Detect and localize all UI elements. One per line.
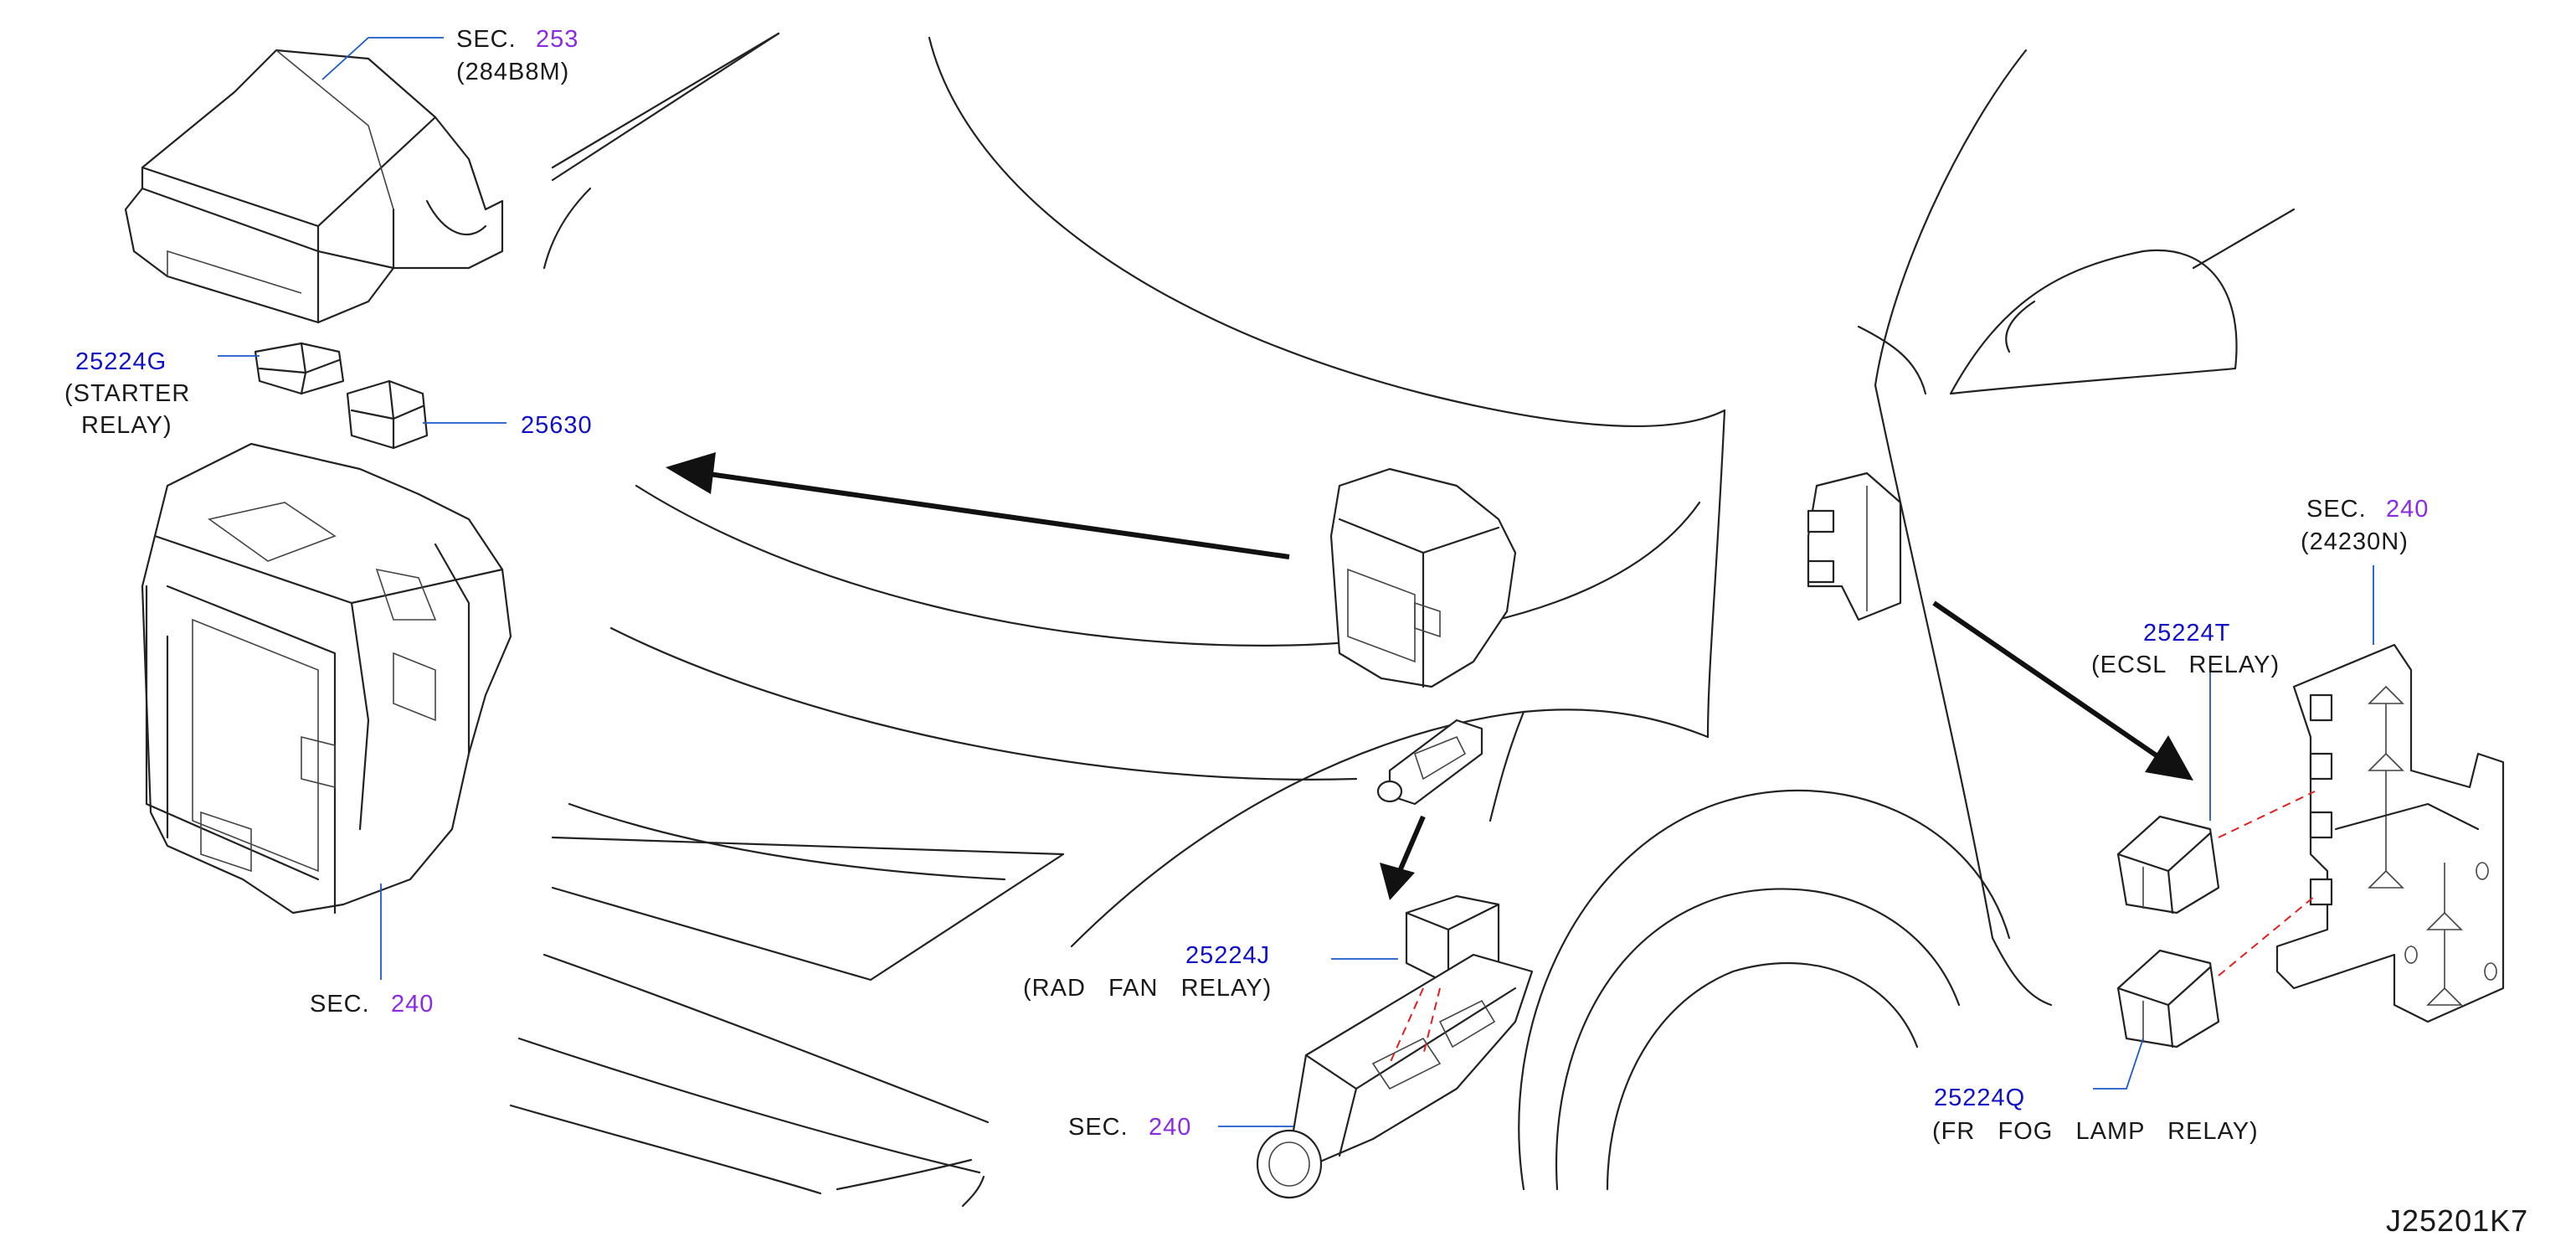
fuse-box-body — [141, 442, 512, 915]
rad-fan-relay-box — [1256, 953, 1534, 1199]
vehicle-body-outline — [509, 32, 2296, 1208]
rad-fan-relay-desc: (RAD FAN RELAY) — [1023, 975, 1272, 1002]
rad-fan-relay-part-number: 25224J — [1185, 942, 1270, 969]
rad-box-sec-number: 240 — [1149, 1114, 1191, 1141]
callout-rad-fan-relay: 25224J (RAD FAN RELAY) — [1023, 942, 1272, 1002]
starter-relay-desc-line1: (STARTER — [64, 380, 190, 407]
fuse-box-center — [1329, 467, 1517, 688]
rad-box-sec-word: SEC. — [1068, 1114, 1129, 1141]
callout-rad-fan-box-sec: SEC. 240 — [1068, 1114, 1191, 1141]
bracket-sec-number: 240 — [2386, 496, 2429, 523]
callout-fuse-box-sec: SEC. 240 — [310, 991, 434, 1018]
diagram-code: J25201K7 — [2386, 1203, 2528, 1238]
fog-relay-part-number: 25224Q — [1934, 1085, 2025, 1111]
rad-fan-relay-small — [1376, 719, 1483, 806]
fog-lamp-relay — [2116, 949, 2220, 1049]
ecsl-relay-part-number: 25224T — [2143, 620, 2230, 647]
fuse-box-cover — [124, 49, 504, 324]
relay-bracket — [2275, 643, 2505, 1023]
callout-starter-relay: 25224G (STARTER RELAY) — [64, 348, 190, 439]
bracket-small — [1807, 471, 1902, 621]
fog-relay-desc: (FR FOG LAMP RELAY) — [1932, 1118, 2259, 1145]
callout-fog-lamp-relay: 25224Q (FR FOG LAMP RELAY) — [1932, 1085, 2259, 1145]
callout-bracket: SEC. 240 (24230N) — [2301, 496, 2429, 555]
cover-sec-word: SEC. — [456, 26, 517, 53]
bracket-sec-word: SEC. — [2306, 496, 2367, 523]
callout-cover: SEC. 253 (284B8M) — [456, 26, 578, 85]
relay-25630-part-number: 25630 — [521, 412, 593, 439]
box-sec-word: SEC. — [310, 991, 370, 1018]
callout-ecsl-relay: 25224T (ECSL RELAY) — [2091, 620, 2280, 678]
starter-relay — [254, 342, 345, 395]
cover-sec-number: 253 — [536, 26, 578, 53]
cover-part-code: (284B8M) — [456, 59, 569, 85]
ecsl-relay — [2116, 815, 2220, 915]
relay-25630 — [346, 379, 429, 450]
leader-lines — [218, 37, 2374, 1127]
box-sec-number: 240 — [391, 991, 434, 1018]
direction-arrows — [666, 452, 2193, 900]
bracket-part-code: (24230N) — [2301, 528, 2409, 555]
dashed-guides — [1389, 791, 2316, 1064]
ecsl-relay-desc: (ECSL RELAY) — [2091, 652, 2280, 678]
starter-relay-desc-line2: RELAY) — [81, 412, 172, 439]
starter-relay-part-number: 25224G — [75, 348, 167, 375]
